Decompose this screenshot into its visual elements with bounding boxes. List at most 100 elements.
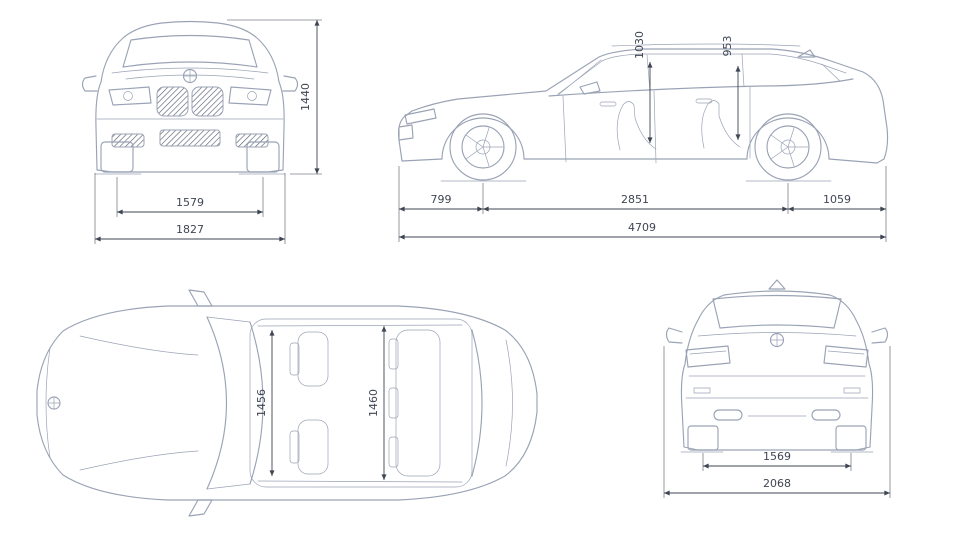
side-headlight [404, 108, 437, 125]
front-kidney-grille-left [156, 86, 189, 117]
brand-roundel-top [47, 396, 61, 410]
front-body-outline [95, 20, 285, 173]
side-rear-door-cut [653, 90, 657, 164]
front-dimensions: 1579 1827 1440 [94, 19, 322, 244]
rear-dimensions: 1569 2068 [663, 346, 891, 498]
top-nose-contour [45, 347, 51, 459]
rear-left-mirror [665, 327, 683, 344]
brand-roundel-rear [769, 332, 785, 348]
side-roof-rail [611, 43, 801, 47]
dim-label-height: 1440 [299, 83, 312, 111]
dim-label-overall-width: 1827 [176, 223, 204, 236]
rear-right-taillight [823, 345, 869, 368]
front-right-headlight [228, 86, 272, 106]
top-windshield-top [249, 321, 264, 485]
dim-label-overall-length: 4709 [628, 221, 656, 234]
side-front-wheel-arch [441, 117, 525, 160]
top-hood-line-lower [79, 450, 199, 471]
rear-right-reflector [843, 387, 861, 394]
rear-right-exhaust [811, 409, 841, 421]
rear-view: 1569 2068 [663, 279, 891, 498]
front-view: 1579 1827 1440 [81, 19, 322, 244]
rear-left-exhaust [713, 409, 743, 421]
dim-label-width-incl-mirrors: 2068 [763, 477, 791, 490]
top-dimensions: 1456 1460 [255, 326, 387, 480]
side-rear-wheel [754, 113, 822, 181]
rear-headrest [388, 338, 399, 370]
rear-body-outline [680, 290, 874, 451]
top-mirror-lower [188, 499, 213, 517]
rim [766, 125, 810, 169]
rear-left-reflector [693, 387, 711, 394]
top-roof-rail-lower [257, 480, 463, 483]
side-rear-lower [828, 158, 878, 164]
top-roof-rail-upper [257, 324, 463, 327]
side-interior-dimensions: 1030 953 [633, 31, 741, 143]
roundel-cross [183, 69, 197, 83]
side-front-wheel [449, 113, 517, 181]
top-front-seats [289, 331, 329, 475]
front-right-intake [235, 133, 269, 148]
front-left-headlight-ring [123, 91, 133, 101]
dim-label-wheelbase: 2851 [621, 193, 649, 206]
side-front-lower [401, 158, 443, 162]
tire [754, 113, 822, 181]
side-rear-wheel-arch [746, 117, 830, 160]
dim-label-rear-interior-width: 1460 [367, 389, 380, 417]
side-a-pillar [557, 59, 602, 96]
side-c-pillar [741, 53, 745, 88]
rear-right-taillight-detail [827, 350, 865, 355]
rear-right-mirror [871, 327, 889, 344]
dim-label-front-headroom: 1030 [633, 31, 646, 59]
roundel-cross [47, 396, 61, 410]
front-right-headlight-ring [247, 91, 257, 101]
front-center-intake [159, 129, 221, 147]
rear-right-tire [835, 425, 867, 451]
front-left-mirror [81, 75, 98, 92]
front-left-tire [100, 141, 134, 173]
rear-window [712, 294, 842, 329]
tire [449, 113, 517, 181]
dim-label-front-track: 1579 [176, 196, 204, 209]
top-rear-bench [388, 329, 441, 477]
top-a-pillar-upper [206, 316, 251, 323]
side-d-pillar [821, 63, 841, 82]
side-window-top-line [557, 53, 847, 95]
rear-headrest [388, 436, 399, 468]
front-left-headlight [108, 86, 152, 106]
front-hood-line-1 [111, 67, 269, 74]
side-front-door-handle [599, 101, 617, 107]
top-windshield-base [206, 316, 228, 490]
brand-roundel-front [182, 68, 198, 84]
side-length-dimensions: 799 2851 1059 4709 [398, 166, 887, 242]
top-body-outline [36, 305, 538, 501]
rear-headrest [388, 387, 399, 419]
top-view: 1456 1460 [36, 289, 538, 517]
front-kidney-grille-right [191, 86, 224, 117]
wheel-spokes [770, 127, 809, 167]
rear-left-taillight [685, 345, 731, 368]
front-seat-headrest [289, 342, 300, 376]
top-mirror-upper [188, 289, 213, 307]
dim-label-front-overhang: 799 [431, 193, 452, 206]
dim-label-rear-overhang: 1059 [823, 193, 851, 206]
side-beltline [548, 78, 854, 97]
top-roof-panel [249, 318, 473, 488]
top-hood-line-upper [79, 335, 199, 356]
top-tailgate-edge [505, 339, 513, 467]
dim-label-rear-track: 1569 [763, 450, 791, 463]
front-seat-headrest [289, 430, 300, 464]
side-body-outline [397, 48, 889, 164]
front-right-tire [246, 141, 280, 173]
side-grille [398, 124, 414, 141]
front-windshield [122, 34, 258, 68]
shark-fin-antenna [797, 49, 816, 58]
front-seat [297, 331, 329, 387]
dim-label-front-interior-width: 1456 [255, 389, 268, 417]
front-left-intake [111, 133, 145, 148]
side-front-seat [616, 101, 657, 151]
front-seat [297, 419, 329, 475]
rear-left-tire [687, 425, 719, 451]
rim [461, 125, 505, 169]
